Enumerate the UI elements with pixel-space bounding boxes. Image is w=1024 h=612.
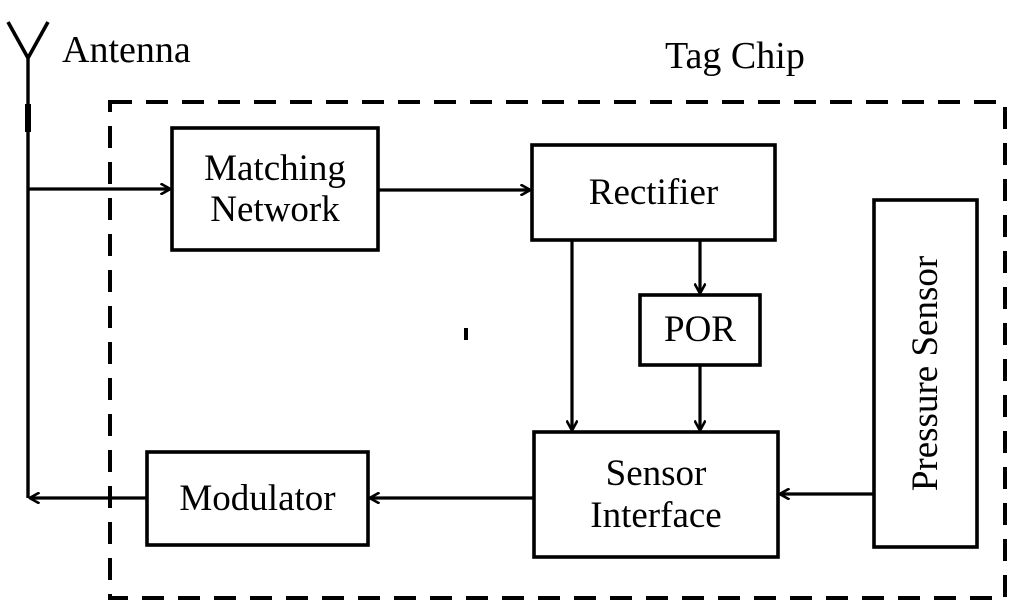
block-por — [638, 293, 762, 367]
tag-chip-boundary — [108, 100, 1007, 600]
antenna-icon — [6, 21, 50, 498]
block-rectifier — [530, 143, 777, 242]
antenna-label: Antenna — [62, 29, 191, 71]
block-label-pressure-sensor: Pressure Sensor — [874, 200, 977, 547]
block-modulator — [145, 450, 370, 547]
block-matching-network — [170, 126, 380, 252]
block-label-pressure-sensor-text: Pressure Sensor — [905, 255, 946, 492]
block-sensor-interface — [532, 430, 780, 559]
block-pressure-sensor — [872, 198, 979, 549]
tag-chip-label: Tag Chip — [665, 35, 805, 77]
